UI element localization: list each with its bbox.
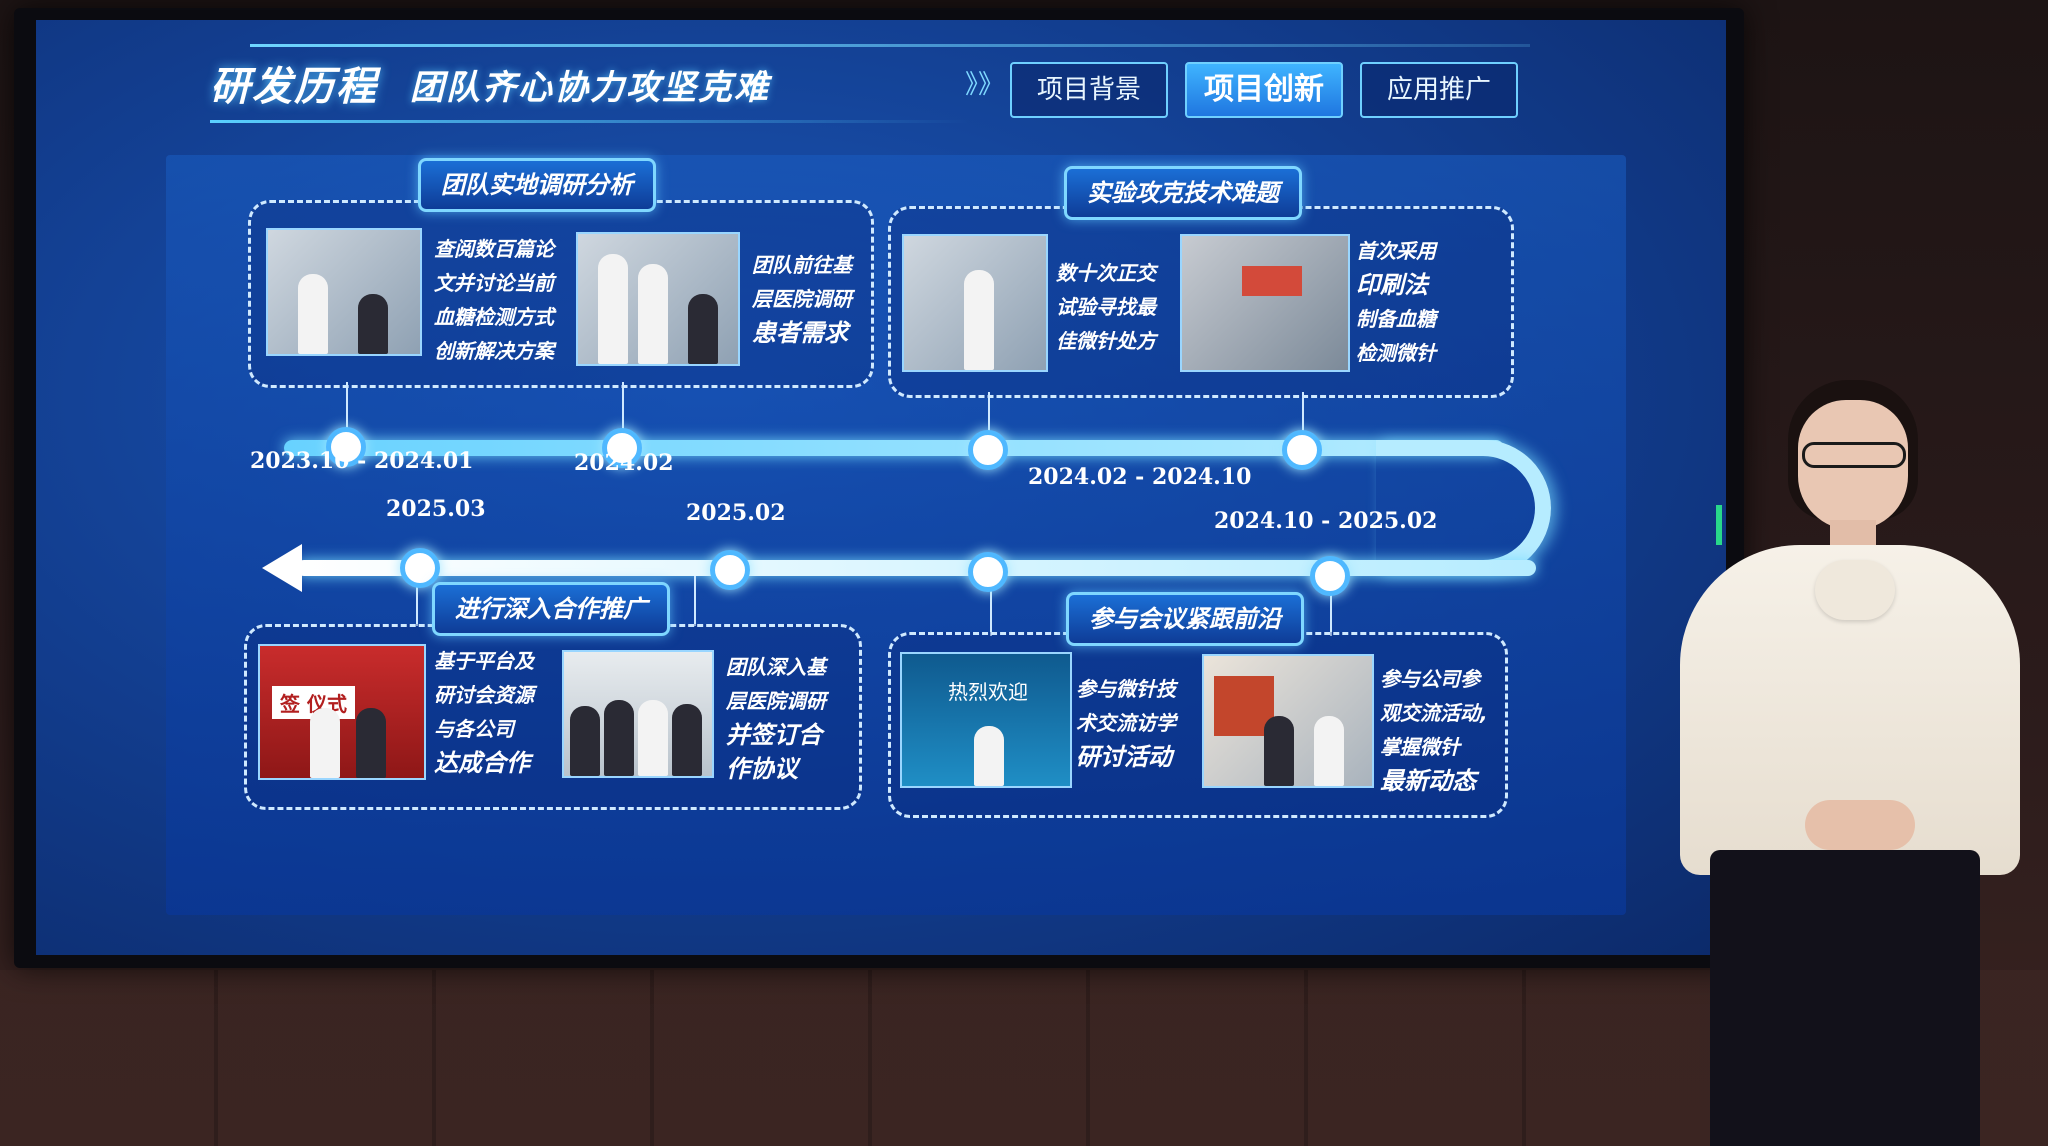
experiment-text-1: 数十次正交试验寻找最 佳微针处方: [1056, 261, 1156, 353]
date-label: 2024.02: [574, 450, 674, 476]
header-top-line: [250, 44, 1530, 47]
panel-research-label: 团队实地调研分析: [418, 158, 656, 212]
slide-title: 研发历程: [210, 64, 378, 110]
chevron-right-icon: 》》: [965, 70, 1005, 100]
cooperation-text-2: 团队深入基层医院调研 并签订合作协议: [726, 655, 826, 783]
wall-panels: [0, 970, 2048, 1146]
glasses-icon: [1802, 442, 1906, 468]
presenter-hands: [1805, 800, 1915, 850]
timeline-node: [1310, 556, 1350, 596]
blouse-bow: [1815, 560, 1895, 620]
connector-line: [988, 392, 990, 432]
tab-project-background[interactable]: 项目背景: [1010, 62, 1168, 118]
experiment-text-2: 首次采用印刷法 制备血糖检测微针: [1356, 239, 1436, 365]
connector-line: [346, 382, 348, 430]
slide-header: 研发历程 团队齐心协力攻坚克难 》》 项目背景 项目创新 应用推广: [210, 42, 1530, 123]
timeline-track-upper: [284, 440, 1504, 456]
indicator-light: [1716, 505, 1722, 545]
photo-company-visit: [1202, 654, 1374, 788]
date-label: 2025.02: [686, 500, 786, 526]
date-label: 2024.02 - 2024.10: [1028, 464, 1252, 490]
tab-project-innovation[interactable]: 项目创新: [1185, 62, 1343, 118]
photo-team-group: [562, 650, 714, 778]
connector-line: [416, 576, 418, 626]
date-label: 2025.03: [386, 496, 486, 522]
timeline-node: [710, 550, 750, 590]
conference-text-2: 参与公司参观交流活动, 掌握微针最新动态: [1380, 667, 1488, 795]
welcome-banner: 热烈欢迎: [948, 680, 1028, 704]
arrow-left-icon: [262, 544, 302, 592]
timeline-node: [968, 430, 1008, 470]
panel-conference-label: 参与会议紧跟前沿: [1066, 592, 1304, 646]
research-text-1: 查阅数百篇论文并讨论当前 血糖检测方式创新解决方案: [434, 237, 554, 363]
timeline-node: [602, 428, 642, 468]
conference-text-1: 参与微针技术交流访学 研讨活动: [1076, 677, 1176, 771]
connector-line: [990, 576, 992, 636]
research-text-2: 团队前往基层医院调研 患者需求: [752, 253, 852, 347]
connector-line: [694, 576, 696, 626]
cooperation-text-1: 基于平台及研讨会资源 与各公司达成合作: [434, 649, 534, 777]
presentation-slide: 研发历程 团队齐心协力攻坚克难 》》 项目背景 项目创新 应用推广 团队实地调研…: [36, 20, 1726, 955]
photo-conference-stage: 热烈欢迎: [900, 652, 1072, 788]
date-label: 2023.10 - 2024.01: [250, 448, 474, 474]
timeline-node: [326, 427, 366, 467]
timeline-node: [968, 552, 1008, 592]
photo-signing-ceremony: 签 仪式: [258, 644, 426, 780]
panel-experiment-label: 实验攻克技术难题: [1064, 166, 1302, 220]
presenter: [1640, 370, 2048, 1146]
photo-hospital-visit: [576, 232, 740, 366]
slide-subtitle: 团队齐心协力攻坚克难: [410, 68, 770, 108]
connector-line: [1302, 392, 1304, 432]
photo-lab-experiment: [902, 234, 1048, 372]
header-underline: [210, 120, 970, 123]
timeline-node: [1282, 430, 1322, 470]
photo-lab-discussion: [266, 228, 422, 356]
tab-application[interactable]: 应用推广: [1360, 62, 1518, 118]
photo-microneedle-printing: [1180, 234, 1350, 372]
connector-line: [622, 382, 624, 430]
presenter-skirt: [1710, 850, 1980, 1146]
date-label: 2024.10 - 2025.02: [1214, 508, 1438, 534]
connector-line: [1330, 576, 1332, 636]
timeline-track-lower: [296, 560, 1536, 576]
timeline-node: [400, 548, 440, 588]
panel-cooperation-label: 进行深入合作推广: [432, 582, 670, 636]
